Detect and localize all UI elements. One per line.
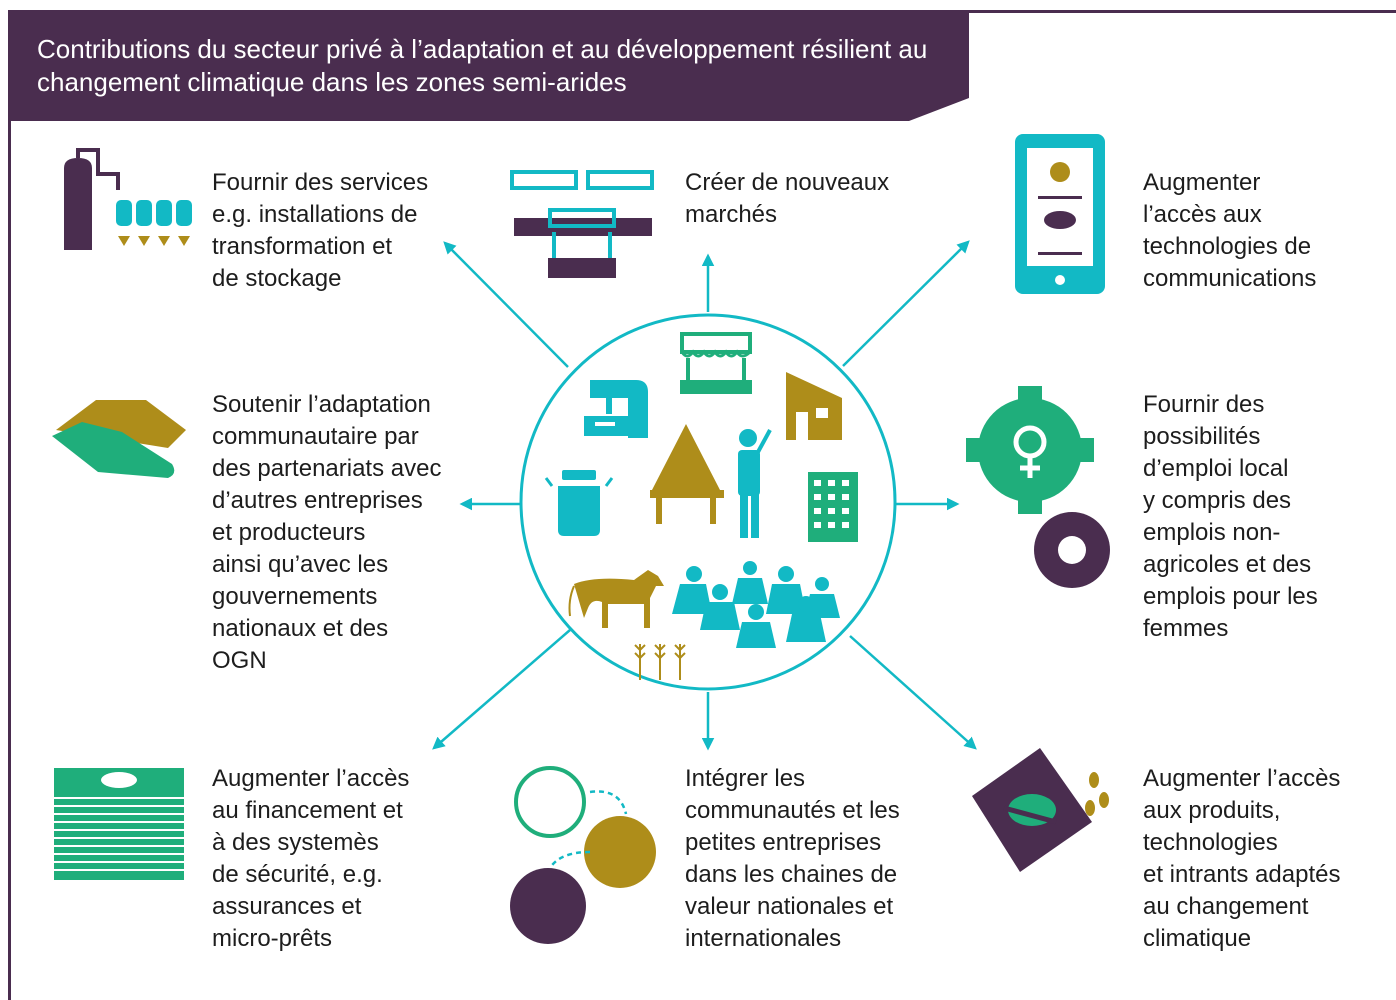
arrow-bottom-left	[432, 629, 571, 750]
wheat-icon	[634, 644, 686, 680]
label-communications: Augmenter l’accès aux technologies de co…	[1143, 169, 1317, 292]
seed-packet-icon	[972, 748, 1109, 872]
frame-border	[8, 10, 1396, 1000]
arrow-top-right	[842, 240, 970, 367]
label-employment: Fournir des possibilités d’emploi local …	[1143, 391, 1318, 642]
community-group-icon	[672, 561, 840, 648]
arrows	[432, 240, 977, 751]
label-markets: Créer de nouveaux marchés	[685, 169, 890, 228]
building-icon	[808, 472, 858, 542]
label-value-chains: Intégrer les communautés et les petites …	[685, 765, 900, 952]
house-icon	[786, 372, 842, 440]
value-chain-icon	[510, 766, 656, 944]
arrow-bottom-right	[849, 635, 977, 750]
arrow-top-left	[443, 241, 569, 368]
milk-can-icon	[544, 470, 614, 536]
market-stalls-icon	[510, 170, 654, 278]
hut-icon	[650, 424, 724, 524]
label-products: Augmenter l’accès aux produits, technolo…	[1143, 765, 1341, 952]
label-finance: Augmenter l’accès au financement et à de…	[212, 765, 410, 952]
title-banner	[11, 13, 969, 121]
money-stack-icon	[54, 768, 184, 880]
sewing-machine-icon	[584, 380, 648, 438]
handshake-icon	[52, 400, 186, 478]
gears-female-icon	[966, 386, 1110, 588]
title: Contributions du secteur privé à l’adapt…	[37, 34, 928, 97]
cow-icon	[568, 570, 664, 628]
market-stall-icon	[680, 332, 752, 394]
processing-plant-icon	[64, 148, 192, 250]
farmer-icon	[738, 429, 772, 538]
label-services: Fournir des services e.g. installations …	[212, 169, 429, 292]
mobile-weather-icon	[1015, 134, 1105, 294]
label-partnerships: Soutenir l’adaptation communautaire par …	[212, 391, 442, 674]
